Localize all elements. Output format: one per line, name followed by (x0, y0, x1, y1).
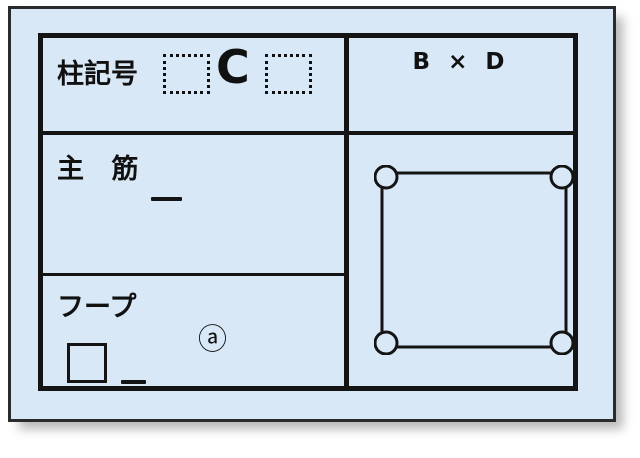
column-symbol-suffix-input[interactable] (265, 54, 312, 94)
hoop-size-input[interactable] (67, 343, 107, 383)
cell-bxd-header: B × D (349, 38, 573, 131)
hoop-dash (121, 380, 146, 384)
rebar-top-left-icon (374, 165, 399, 190)
main-reinforcement-dash (151, 197, 182, 201)
bxd-label: B × D (412, 49, 510, 75)
cell-hoop: フープ ⓐ (43, 277, 344, 388)
column-cross-section-diagram (374, 165, 574, 355)
column-symbol-label: 柱記号 (57, 59, 138, 90)
cell-main-reinforcement: 主 筋 (43, 135, 344, 273)
rebar-bottom-right-icon (549, 330, 574, 355)
column-symbol-letter: C (216, 40, 250, 94)
column-symbol-prefix-input[interactable] (163, 54, 210, 94)
cell-column-symbol: 柱記号 C (43, 38, 344, 131)
main-reinforcement-label: 主 筋 (57, 154, 148, 185)
hoop-rebar-outline (380, 171, 568, 349)
hoop-label: フープ (57, 292, 137, 323)
column-divider (344, 38, 349, 386)
row-divider-2 (43, 273, 344, 276)
cell-section-diagram (349, 135, 574, 388)
detail-card: 柱記号 C 主 筋 フープ ⓐ B × D (8, 6, 616, 422)
column-schedule-table: 柱記号 C 主 筋 フープ ⓐ B × D (38, 33, 578, 391)
hoop-marker-circled-a: ⓐ (198, 322, 228, 356)
row-divider-1 (43, 131, 573, 135)
rebar-top-right-icon (549, 165, 574, 190)
rebar-bottom-left-icon (374, 330, 399, 355)
cross-section-svg (374, 165, 574, 355)
